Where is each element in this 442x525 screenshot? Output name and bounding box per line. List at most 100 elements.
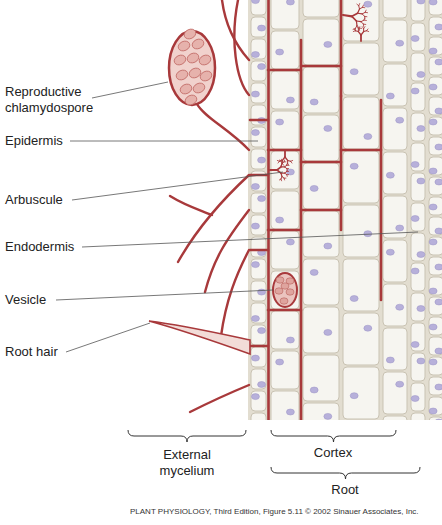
- cell-nucleus: [364, 325, 372, 331]
- cell-nucleus: [417, 358, 425, 364]
- stele-cell: [429, 17, 442, 35]
- cell-nucleus: [396, 225, 404, 231]
- external-hypha: [221, 250, 249, 336]
- cell-nucleus: [251, 130, 259, 136]
- cell-nucleus: [286, 409, 294, 415]
- arbuscule-branch: [358, 9, 360, 13]
- leader-line: [66, 323, 150, 352]
- arbuscule-branch: [286, 175, 288, 177]
- root-hair: [149, 321, 250, 354]
- cell-nucleus: [251, 316, 259, 322]
- cell-nucleus: [417, 252, 425, 258]
- spore-content: [186, 51, 201, 64]
- stele-cell: [429, 97, 442, 115]
- cortex-cell: [303, 259, 339, 305]
- cell-nucleus: [364, 134, 372, 140]
- cortex-cell: [343, 205, 379, 257]
- cortex-cell: [303, 163, 339, 209]
- endodermis-cell: [411, 173, 425, 201]
- arbuscule-branch: [286, 170, 288, 172]
- arbuscule-branch: [291, 161, 292, 163]
- arbuscule-branch: [284, 178, 286, 180]
- stele-cell: [429, 57, 442, 75]
- cortex-cell: [343, 43, 379, 95]
- arbuscule-branch: [352, 13, 358, 16]
- spore-wall: [169, 31, 215, 105]
- intercellular-hypha: [268, 229, 301, 232]
- arbuscule-branch: [359, 28, 360, 30]
- arbuscule-branch: [357, 4, 359, 6]
- spore-content: [184, 93, 199, 106]
- cortex-cell: [271, 31, 299, 69]
- intercellular-hypha: [301, 65, 341, 68]
- stele-cell: [429, 337, 442, 355]
- cell-nucleus: [350, 163, 358, 169]
- cell-nucleus: [429, 48, 437, 54]
- cell-nucleus: [386, 249, 394, 255]
- stele-cell: [429, 397, 442, 415]
- bracket: [271, 430, 396, 442]
- arbuscule-branch: [358, 27, 359, 29]
- part-label: Root: [310, 482, 380, 498]
- cell-nucleus: [411, 88, 419, 94]
- arbuscule-branch: [358, 13, 363, 15]
- epidermis-cell: [251, 0, 266, 15]
- endodermis-cell: [411, 23, 425, 51]
- cortex-cell: [343, 313, 379, 365]
- endodermis-cell: [411, 413, 425, 420]
- cell-nucleus: [411, 216, 419, 222]
- intercellular-hypha: [341, 149, 381, 152]
- cell-nucleus: [435, 299, 442, 305]
- arbuscule-branch: [281, 177, 283, 179]
- cell-nucleus: [386, 93, 394, 99]
- cell-nucleus: [435, 384, 442, 390]
- arbuscule-branch: [362, 5, 364, 7]
- cortex-cell: [271, 111, 299, 149]
- stele-cell: [429, 157, 442, 175]
- cell-nucleus: [286, 169, 294, 175]
- spore-content: [198, 53, 213, 66]
- cell-nucleus: [251, 394, 259, 400]
- cell-nucleus: [417, 72, 425, 78]
- cell-nucleus: [364, 231, 372, 237]
- vesicle-lipid: [281, 283, 289, 289]
- vesicle-lipid: [280, 298, 288, 304]
- spore-content: [175, 68, 190, 81]
- epidermis-cell: [251, 303, 266, 323]
- arbuscule-branch: [363, 18, 365, 20]
- epidermis-cell: [251, 369, 266, 389]
- arbuscule-branch: [281, 166, 285, 167]
- endodermis-cell: [411, 263, 425, 291]
- cell-nucleus: [429, 84, 437, 90]
- arbuscule-branch: [281, 164, 282, 166]
- stele-cell: [429, 377, 442, 395]
- part-label: Vesicle: [5, 292, 95, 308]
- cell-nucleus: [435, 228, 442, 234]
- cell-nucleus: [429, 168, 437, 174]
- arbuscule-branch: [361, 32, 364, 35]
- part-label: Arbuscule: [5, 192, 95, 208]
- cortex-cell: [271, 151, 299, 189]
- epidermis-cell: [251, 215, 266, 235]
- arbuscule: [343, 4, 369, 41]
- stele-cell: [429, 277, 442, 295]
- external-hypha: [190, 385, 249, 412]
- epidermis-cell: [251, 61, 266, 81]
- cortex-cell: [303, 115, 339, 161]
- arbuscule-branch: [362, 12, 365, 14]
- cell-nucleus: [417, 306, 425, 312]
- stele-cell: [429, 77, 442, 95]
- vesicle: [273, 273, 297, 307]
- endodermis-cell: [411, 383, 425, 411]
- cortex-cell: [271, 71, 299, 109]
- arbuscule-branch: [363, 24, 364, 26]
- arbuscule-branch: [280, 173, 282, 176]
- cortex-cell: [383, 328, 407, 370]
- external-hypha: [234, 0, 249, 95]
- vesicle-lipid: [286, 289, 294, 295]
- arbuscule-branch: [278, 161, 279, 163]
- stele-cell: [429, 177, 442, 195]
- cell-nucleus: [411, 396, 419, 402]
- cell-nucleus: [276, 217, 284, 223]
- cortex-cell: [383, 196, 407, 238]
